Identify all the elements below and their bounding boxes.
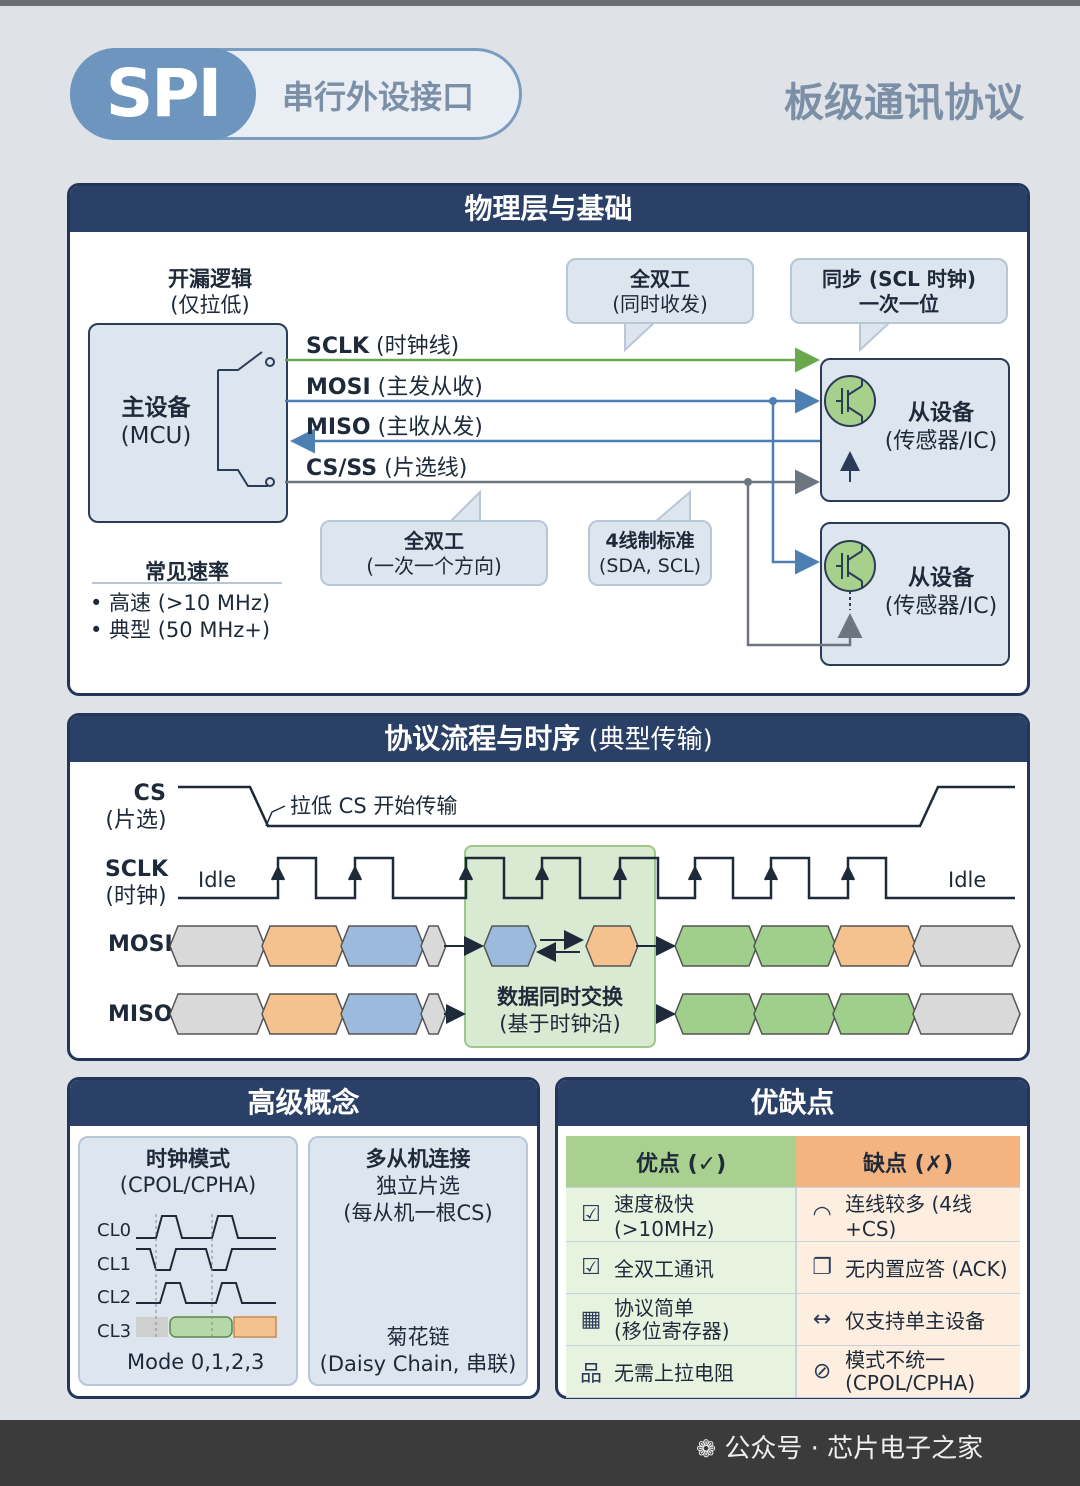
table-row: ☑ 速度极快 (>10MHz) ◠ 连线较多 (4线+CS): [566, 1187, 1020, 1242]
mode-label: CL0: [97, 1220, 132, 1241]
top-border: [0, 0, 1080, 6]
four-wire-bubble: 4线制标准(SDA, SCL): [588, 520, 712, 586]
switch-icon: [217, 351, 275, 487]
physical-wiring-diagram: [92, 321, 891, 647]
spi-badge: SPI: [105, 55, 222, 132]
copy-icon: ❐: [812, 1255, 832, 1280]
mode-label: CL2: [97, 1287, 132, 1308]
rate-item: • 典型 (50 MHz+): [90, 618, 271, 642]
bottom-bar: [0, 1420, 1080, 1486]
mosi-signal-label: MOSI (主发从收): [306, 375, 483, 400]
clock-modes-card: [78, 1136, 298, 1386]
multi-slave-title: 多从机连接 独立片选 (每从机一根CS): [343, 1147, 493, 1225]
header-right-title: 板级通讯协议: [784, 80, 1024, 126]
sync-bubble: 同步 (SCL 时钟)一次一位: [790, 258, 1008, 324]
miso-signal-label: MISO (主收从发): [306, 415, 483, 440]
con-text: 无内置应答 (ACK): [845, 1257, 1008, 1281]
transistor-icon: [824, 375, 876, 427]
physical-layer-title: 物理层与基础: [70, 186, 1027, 232]
idle-label-right: Idle: [948, 868, 987, 892]
table-row: 品无需上拉电阻 ⊘ 模式不统一 (CPOL/CPHA): [566, 1345, 1020, 1398]
wechat-icon: ❁: [696, 1435, 717, 1463]
check-icon: ☑: [581, 1255, 601, 1280]
network-icon: 品: [579, 1361, 602, 1387]
gauge-icon: ◠: [812, 1202, 832, 1227]
timing-title: 协议流程与时序 (典型传输): [70, 716, 1027, 762]
rates-list: • 高速 (>10 MHz) • 典型 (50 MHz+): [90, 590, 270, 644]
rising-edge-arrow: [840, 865, 856, 881]
badge-background: [70, 48, 256, 140]
multi-slave-card: [308, 1136, 528, 1386]
rising-edge-arrow: [534, 865, 550, 881]
mosi-bit: [753, 925, 837, 967]
table-row: ▦ 协议简单 (移位寄存器) ↔ 仅支持单主设备: [566, 1293, 1020, 1346]
mosi-bit: [674, 925, 758, 967]
mode-label: CL3: [97, 1320, 132, 1342]
timing-waveform: [169, 785, 1021, 1035]
chip-icon: ▦: [580, 1307, 602, 1332]
miso-bit: [912, 993, 1021, 1035]
sclk-row-label: SCLK(时钟): [104, 857, 168, 909]
pro-text: 无需上拉电阻: [614, 1361, 734, 1385]
mode-label: CL1: [97, 1253, 132, 1275]
pro-text: 速度极快 (>10MHz): [614, 1192, 715, 1241]
con-text: 仅支持单主设备: [845, 1309, 986, 1333]
con-text: 连线较多 (4线+CS): [845, 1192, 973, 1241]
con-text: 模式不统一 (CPOL/CPHA): [845, 1347, 976, 1395]
table-row: ☑ 全双工通讯 ❐ 无内置应答 (ACK): [566, 1241, 1020, 1294]
pros-header: 优点 (✓): [566, 1136, 797, 1188]
miso-bit: [674, 993, 758, 1035]
miso-bit: [753, 993, 837, 1035]
rising-edge-arrow: [458, 865, 474, 881]
mosi-bit: [585, 925, 639, 967]
pro-text: 全双工通讯: [614, 1257, 714, 1281]
prohibit-icon: ⊘: [812, 1359, 832, 1384]
rising-edge-arrow: [687, 865, 703, 881]
cs-signal-label: CS/SS (片选线): [306, 456, 468, 481]
master-device-label: 主设备(MCU): [120, 395, 192, 449]
mosi-bit: [832, 925, 917, 967]
mode-labels: CL0 CL1 CL2 CL3: [97, 1214, 131, 1348]
modes-footer: Mode 0,1,2,3: [127, 1350, 265, 1374]
rising-edge-arrow: [347, 865, 363, 881]
rates-title: 常见速率: [145, 560, 229, 584]
advanced-title: 高级概念: [70, 1080, 537, 1126]
rising-edge-arrow: [612, 865, 628, 881]
sclk-signal-label: SCLK (时钟线): [306, 334, 460, 359]
rising-edge-arrow: [763, 865, 779, 881]
slave-device-label-2: 从设备(传感器/IC): [884, 566, 998, 619]
pros-cons-title: 优缺点: [558, 1080, 1027, 1126]
idle-label-left: Idle: [198, 868, 237, 892]
open-drain-label: 开漏逻辑(仅拉低): [168, 267, 252, 317]
full-duplex-bubble-bottom: 全双工(一次一个方向): [320, 520, 548, 586]
slave-device-label-1: 从设备(传感器/IC): [884, 401, 998, 454]
cons-header: 缺点 (✗): [796, 1136, 1020, 1188]
cs-row-label: CS(片选): [105, 781, 167, 833]
exchange-label: 数据同时交换(基于时钟沿): [497, 985, 623, 1036]
full-duplex-bubble-top: 全双工(同时收发): [566, 258, 754, 324]
transistor-icon: [824, 540, 876, 592]
pros-cons-table: 优点 (✓) 缺点 (✗) ☑ 速度极快 (>10MHz) ◠ 连线较多 (4线+C…: [566, 1136, 1020, 1398]
header-subtitle: 串行外设接口: [282, 78, 475, 116]
miso-bit: [832, 993, 917, 1035]
double-arrow-icon: ↔: [812, 1307, 832, 1332]
mosi-row-label: MOSI: [108, 932, 173, 957]
cs-note: 拉低 CS 开始传输: [290, 794, 458, 818]
mosi-bit: [912, 925, 1021, 967]
rising-edge-arrow: [270, 865, 286, 881]
daisy-chain-label: 菊花链(Daisy Chain, 串联): [319, 1325, 517, 1376]
rate-item: • 高速 (>10 MHz): [90, 591, 271, 615]
watermark: ❁ 公众号 · 芯片电子之家: [696, 1434, 984, 1464]
pro-text: 协议简单 (移位寄存器): [614, 1295, 730, 1343]
check-icon: ☑: [581, 1202, 601, 1227]
clock-modes-title: 时钟模式(CPOL/CPHA): [119, 1147, 257, 1197]
miso-row-label: MISO: [108, 1002, 173, 1027]
